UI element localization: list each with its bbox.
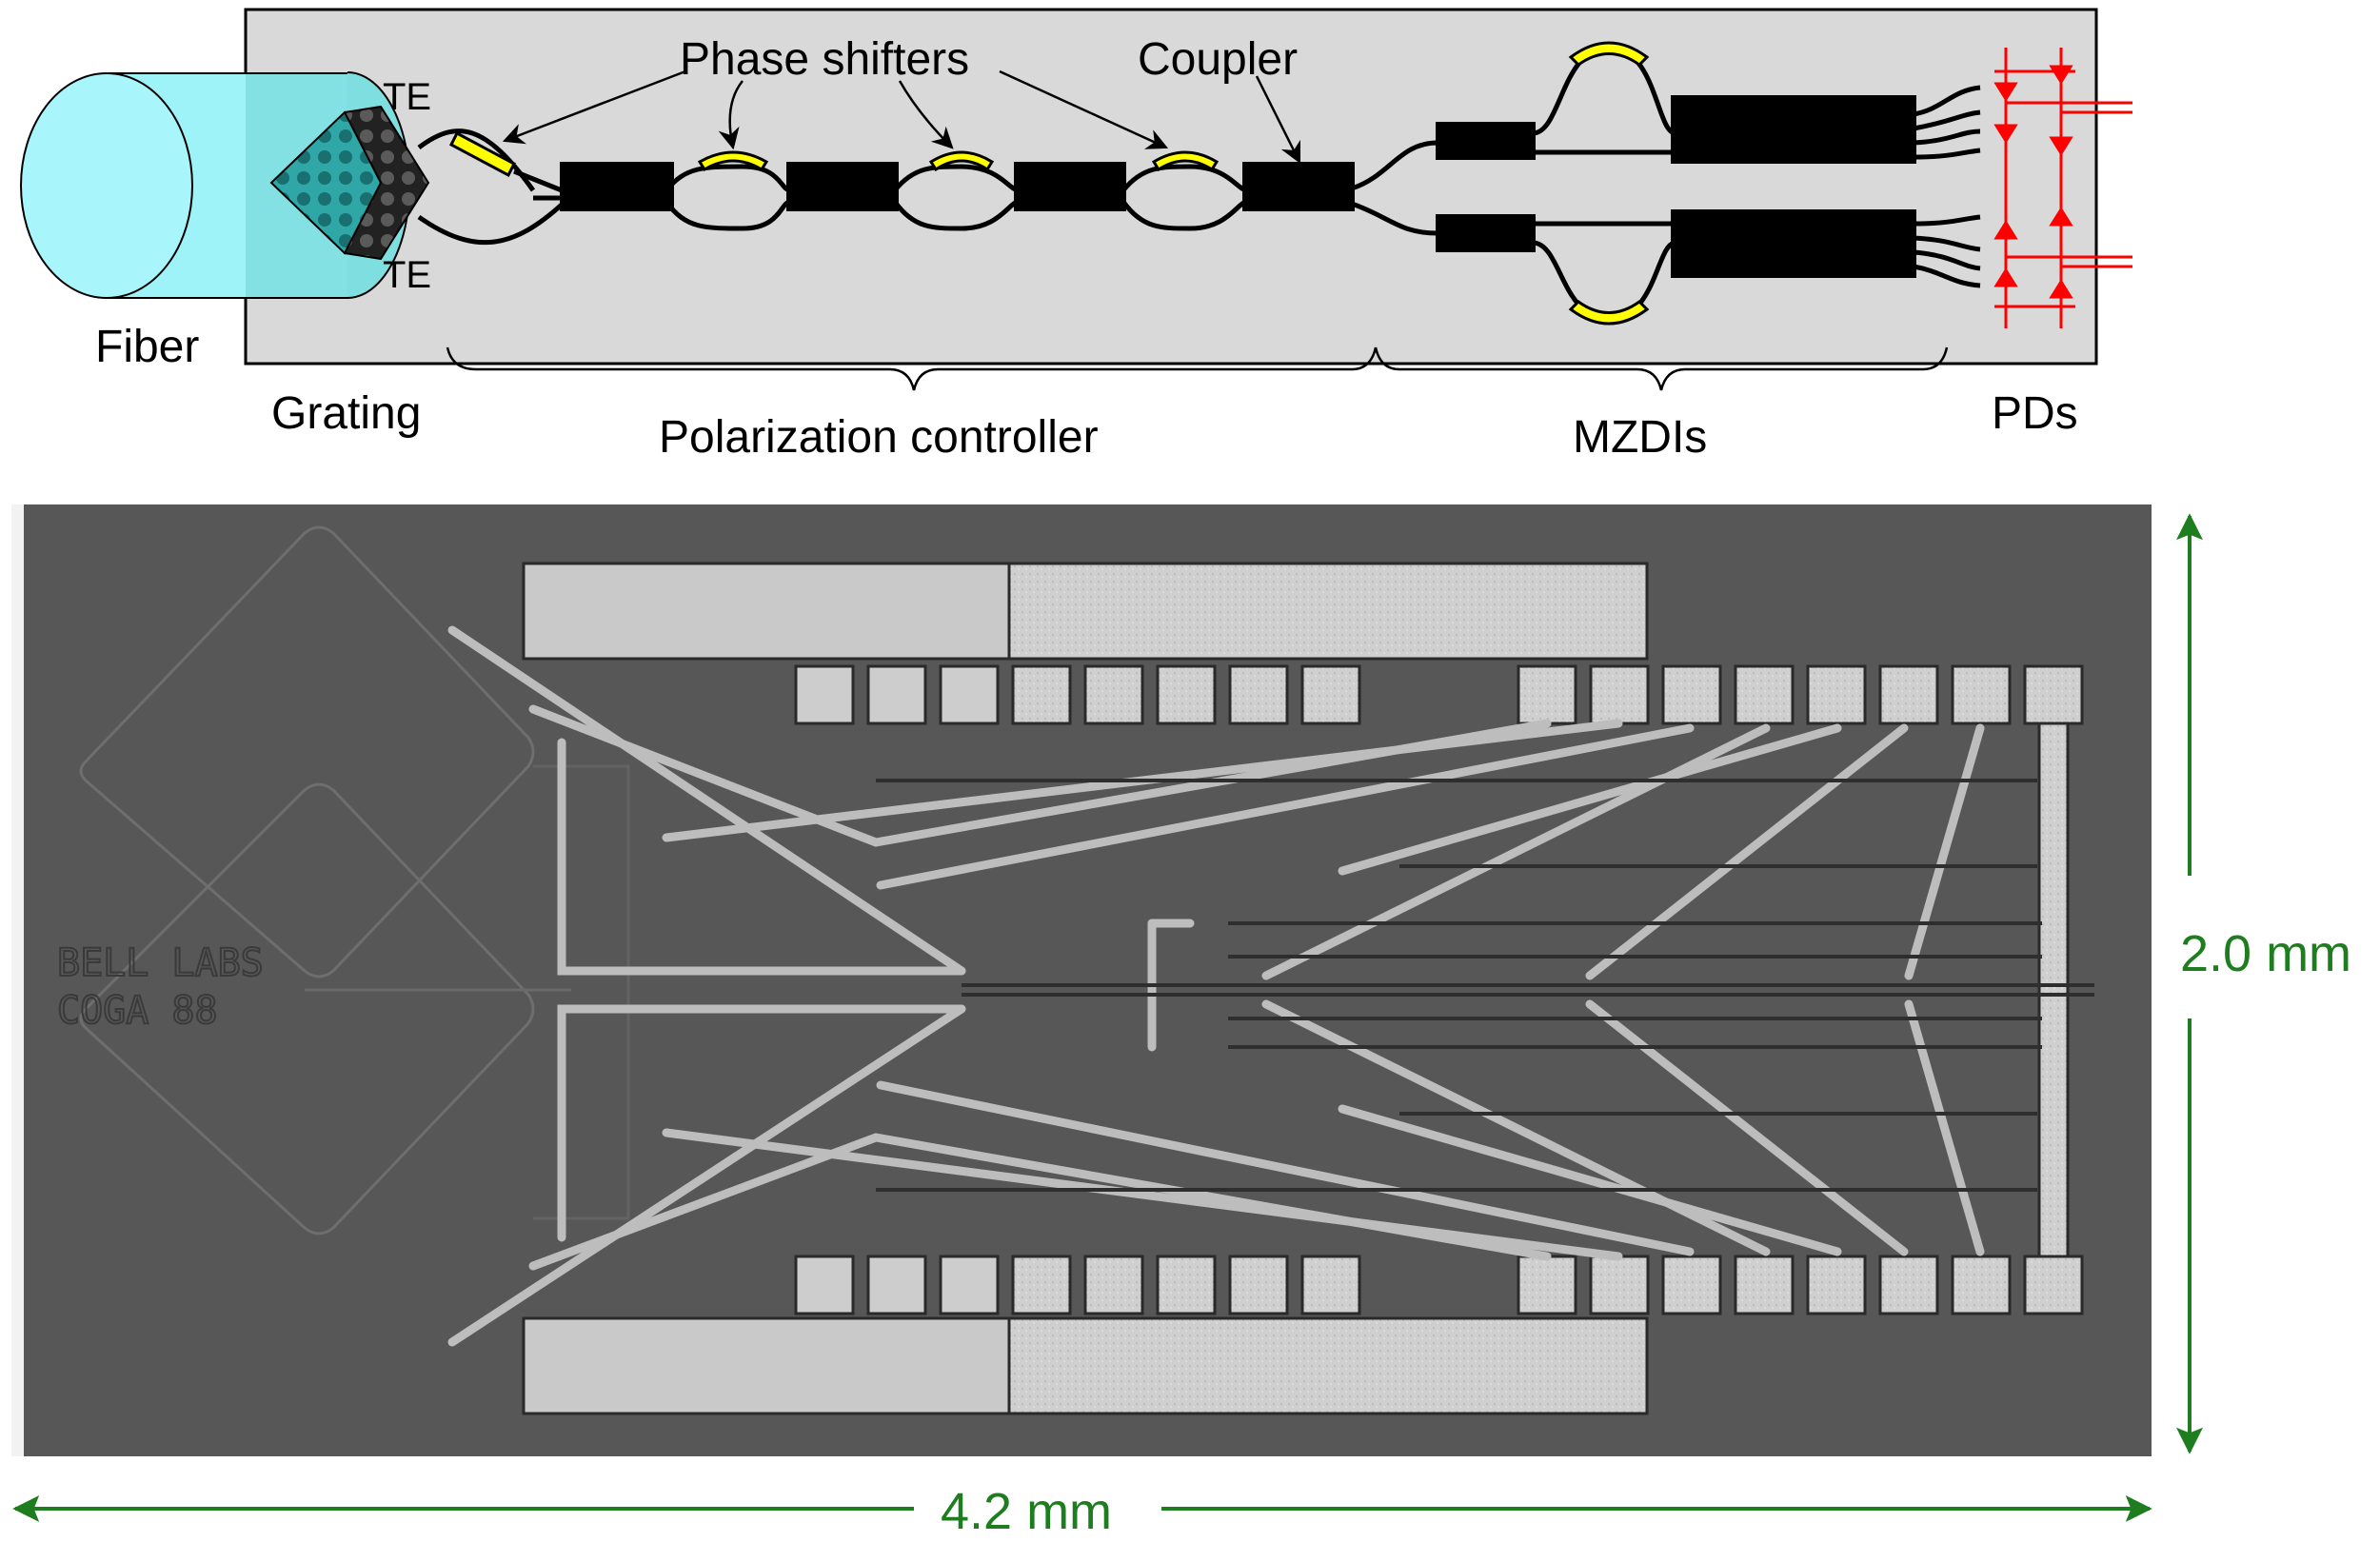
micro-waveguides [876,779,2094,1192]
grating-coupler [269,105,430,261]
chip-text: BELL LABS COGA 88 [56,940,265,1034]
braces [446,346,1949,391]
photodiodes [1993,48,2132,328]
bond-pads-right [1517,664,2084,1315]
label-pds: PDs [1992,388,2078,439]
label-grating: Grating [271,388,421,439]
label-polarization-controller: Polarization controller [659,412,1099,463]
chip-text-line1: BELL LABS [57,941,264,985]
schematic: Fiber TE TE Phase shifters Coupler Grati… [20,8,2132,463]
label-te-top: TE [383,76,431,118]
label-fiber: Fiber [95,322,199,372]
chip-text-line2: COGA 88 [57,989,218,1033]
label-coupler: Coupler [1138,34,1298,85]
label-arrows [502,69,1301,165]
coupler-blocks [560,95,1916,278]
label-te-bottom: TE [383,254,431,296]
micrograph: BELL LABS COGA 88 [11,504,2152,1456]
bond-pads-left [794,664,1361,1315]
dimensions: 2.0 mm 4.2 mm [12,513,2351,1540]
metal-traces [447,625,1985,1347]
width-label: 4.2 mm [941,1483,1112,1540]
label-phase-shifters: Phase shifters [680,34,969,85]
label-mzdis: MZDIs [1573,412,1707,463]
waveguides [417,45,1981,322]
grating-outline [79,525,630,1236]
height-label: 2.0 mm [2180,925,2351,982]
phase-shifters [449,41,1650,326]
large-electrodes [522,562,1649,1415]
